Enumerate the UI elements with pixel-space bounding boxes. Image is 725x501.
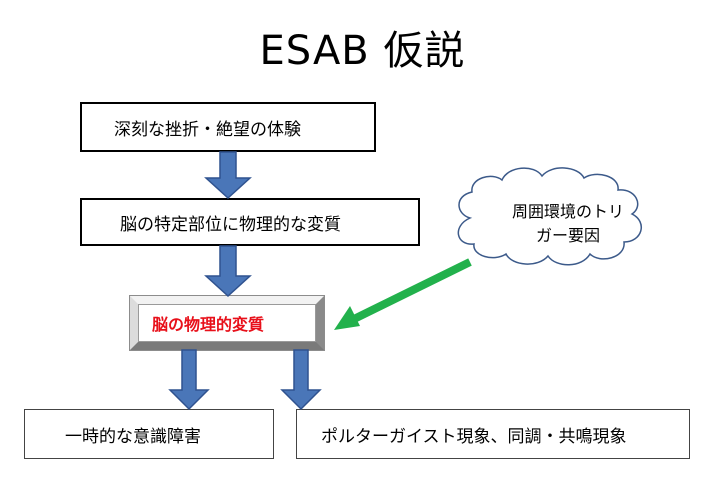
node-poltergeist: ポルターガイスト現象、同調・共鳴現象 — [296, 409, 690, 459]
cloud-trigger-line1: 周囲環境のトリ — [511, 202, 624, 221]
node-consciousness-disorder-label: 一時的な意識障害 — [65, 426, 201, 447]
page-title: ESAB 仮説 — [259, 28, 466, 74]
node-poltergeist-label: ポルターガイスト現象、同調・共鳴現象 — [321, 426, 627, 447]
cloud-trigger-text: 周囲環境のトリ ガー要因 — [488, 200, 648, 248]
arrow-down-2 — [204, 245, 252, 298]
node-brain-physical-change: 脳の物理的変質 — [130, 296, 324, 350]
arrow-trigger — [334, 258, 472, 330]
arrow-down-1 — [204, 151, 252, 200]
cloud-trigger-shape — [457, 167, 642, 266]
arrow-down-4 — [280, 349, 322, 411]
node-consciousness-disorder: 一時的な意識障害 — [24, 409, 274, 459]
node-brain-region-change: 脳の特定部位に物理的な変質 — [80, 198, 420, 246]
node-brain-physical-change-label: 脳の物理的変質 — [152, 315, 265, 334]
node-brain-region-change-label: 脳の特定部位に物理的な変質 — [120, 214, 341, 235]
node-experience: 深刻な挫折・絶望の体験 — [80, 102, 376, 152]
cloud-trigger-line2: ガー要因 — [535, 226, 600, 245]
node-experience-label: 深刻な挫折・絶望の体験 — [114, 119, 301, 140]
arrow-down-3 — [168, 349, 210, 411]
